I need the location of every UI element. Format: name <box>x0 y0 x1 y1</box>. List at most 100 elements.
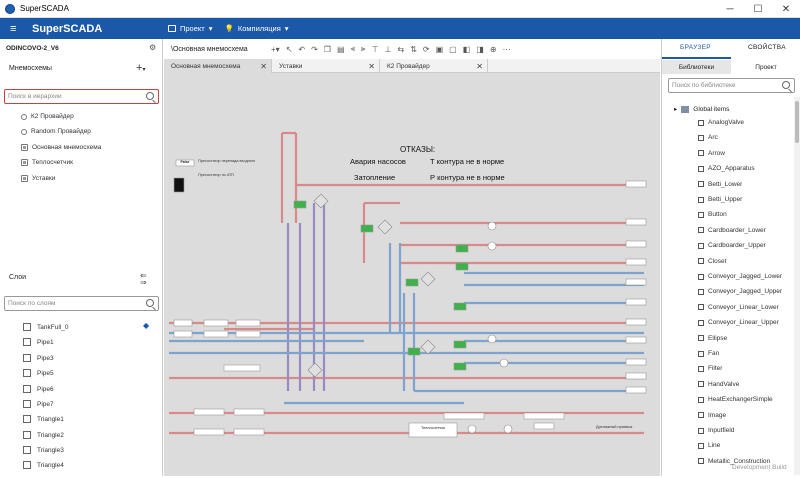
copy-icon[interactable]: ❐ <box>323 44 331 54</box>
mnemonic-scheme-canvas[interactable]: False Пресостатор перепада входного Прес… <box>164 73 660 476</box>
layer-checkbox[interactable] <box>23 354 31 362</box>
library-item[interactable]: AZO_Apparatus <box>698 165 755 172</box>
library-item[interactable]: Conveyor_Jagged_Lower <box>698 273 782 280</box>
library-group[interactable]: ▸ Global items <box>674 105 729 113</box>
library-item[interactable]: Inputfield <box>698 427 734 434</box>
tree-item[interactable]: Уставки <box>21 175 55 182</box>
rotate-icon[interactable]: ⟳ <box>422 44 430 54</box>
tree-item[interactable]: К2 Провайдер <box>21 113 74 120</box>
library-item[interactable]: Betti_Lower <box>698 181 742 188</box>
library-item[interactable]: Cardboarder_Lower <box>698 227 766 234</box>
close-tab-icon[interactable]: ✕ <box>260 61 267 71</box>
back-icon[interactable]: ◨ <box>476 44 484 54</box>
tree-search-input[interactable]: Поиск в иерархии <box>4 89 159 104</box>
close-tab-icon[interactable]: ✕ <box>368 61 375 71</box>
library-item[interactable]: Filter <box>698 365 722 372</box>
library-item[interactable]: HandValve <box>698 381 739 388</box>
component-icon <box>698 319 704 326</box>
tab-main-scheme[interactable]: Основная мнемосхема✕ <box>164 59 272 73</box>
subtab-libraries[interactable]: Библиотеки <box>662 60 731 74</box>
redo-icon[interactable]: ↷ <box>311 44 318 54</box>
tab-k2-provider[interactable]: К2 Провайдер✕ <box>380 59 488 73</box>
tab-setpoints[interactable]: Уставки✕ <box>272 59 380 73</box>
heat-meter-button[interactable]: Теплосчетчик <box>421 426 445 430</box>
library-item[interactable]: Line <box>698 442 720 449</box>
flip-v-icon[interactable]: ⇅ <box>410 44 417 54</box>
layer-checkbox[interactable] <box>23 446 31 454</box>
library-item[interactable]: Button <box>698 211 727 218</box>
library-item[interactable]: Metallic_Construction <box>698 458 770 465</box>
ungroup-icon[interactable]: ▢ <box>449 44 457 54</box>
library-item[interactable]: HeatExchangerSimple <box>698 396 773 403</box>
tree-item[interactable]: Теплосчетчик <box>21 159 73 166</box>
folder-icon <box>681 105 690 113</box>
layer-row[interactable]: TankFull_0 <box>23 323 68 331</box>
library-item[interactable]: Conveyor_Jagged_Upper <box>698 288 782 295</box>
align-top-icon[interactable]: ⊤ <box>371 44 379 54</box>
add-mnemo-button[interactable]: +▾ <box>136 62 146 74</box>
hamburger-menu-icon[interactable]: ≡ <box>10 22 17 35</box>
layer-row[interactable]: Pipe1 <box>23 338 54 346</box>
add-element-icon[interactable]: +▾ <box>271 44 280 54</box>
tab-properties[interactable]: СВОЙСТВА <box>748 44 786 51</box>
flip-h-icon[interactable]: ⇆ <box>397 44 405 54</box>
layer-checkbox[interactable] <box>23 431 31 439</box>
layer-row[interactable]: Pipe7 <box>23 400 54 408</box>
layer-checkbox[interactable] <box>23 385 31 393</box>
layer-row[interactable]: Triangle4 <box>23 461 64 469</box>
library-item-label: Line <box>708 442 721 450</box>
library-item[interactable]: Conveyor_Linear_Lower <box>698 304 779 311</box>
layer-checkbox[interactable] <box>23 369 31 377</box>
align-bottom-icon[interactable]: ⊥ <box>384 44 392 54</box>
subtab-project[interactable]: Проект <box>755 63 777 71</box>
maximize-button[interactable]: ☐ <box>753 3 763 15</box>
library-item[interactable]: Betti_Upper <box>698 196 742 203</box>
library-item[interactable]: Image <box>698 412 726 419</box>
align-left-icon[interactable]: ⫷ <box>350 44 356 53</box>
layers-search-input[interactable]: Поиск по слоям <box>4 296 159 311</box>
group-icon[interactable]: ▣ <box>435 44 444 54</box>
tree-item[interactable]: Основная мнемосхема <box>21 144 101 151</box>
align-center-icon[interactable]: ⫸ <box>361 44 366 53</box>
layer-row[interactable]: Triangle3 <box>23 446 64 454</box>
library-item[interactable]: Arrow <box>698 150 725 157</box>
library-item[interactable]: Closet <box>698 258 726 265</box>
layer-row[interactable]: Pipe5 <box>23 369 54 377</box>
library-item[interactable]: Cardboarder_Upper <box>698 242 766 249</box>
library-item[interactable]: Arc <box>698 134 718 141</box>
tab-browser[interactable]: БРАУЗЕР <box>680 44 711 51</box>
paint-bucket-icon[interactable]: ◆ <box>143 321 150 330</box>
undo-icon[interactable]: ↶ <box>298 44 306 54</box>
library-item[interactable]: Fan <box>698 350 719 357</box>
layer-checkbox[interactable] <box>23 400 31 408</box>
layer-row[interactable]: Pipe6 <box>23 385 54 393</box>
layer-row[interactable]: Triangle1 <box>23 415 64 423</box>
menu-compile[interactable]: 💡Компиляция▾ <box>224 24 288 33</box>
gear-icon[interactable]: ⚙ <box>149 43 157 52</box>
layer-checkbox[interactable] <box>23 323 31 331</box>
component-icon <box>698 335 704 342</box>
swap-arrows-icon[interactable]: ⇐⇒ <box>140 271 147 287</box>
layer-checkbox[interactable] <box>23 461 31 469</box>
library-item[interactable]: Conveyor_Linear_Upper <box>698 319 779 326</box>
close-button[interactable]: ✕ <box>781 3 791 15</box>
grid-icon[interactable]: ⋯ <box>502 44 511 54</box>
library-item[interactable]: AnalogValve <box>698 119 744 126</box>
scrollbar-thumb[interactable] <box>795 101 799 143</box>
tree-item[interactable]: Random Провайдер <box>21 128 91 135</box>
library-scrollbar[interactable] <box>794 97 800 475</box>
library-item[interactable]: Ellipse <box>698 335 727 342</box>
layer-row[interactable]: Pipe3 <box>23 354 54 362</box>
cursor-icon[interactable]: ↖ <box>285 44 293 54</box>
minimize-button[interactable]: ─ <box>726 3 734 15</box>
layer-checkbox[interactable] <box>23 415 31 423</box>
close-tab-icon[interactable]: ✕ <box>476 61 483 71</box>
front-icon[interactable]: ◧ <box>462 44 471 54</box>
layer-row[interactable]: Triangle2 <box>23 431 64 439</box>
drain-label: Дренажный приямок <box>596 425 633 429</box>
layer-checkbox[interactable] <box>23 338 31 346</box>
paste-icon[interactable]: ▤ <box>336 44 345 54</box>
menu-project[interactable]: Проект▾ <box>168 24 212 33</box>
zoom-icon[interactable]: ⊕ <box>489 44 497 54</box>
library-search-input[interactable]: Поиск по библиотеке <box>668 78 795 93</box>
